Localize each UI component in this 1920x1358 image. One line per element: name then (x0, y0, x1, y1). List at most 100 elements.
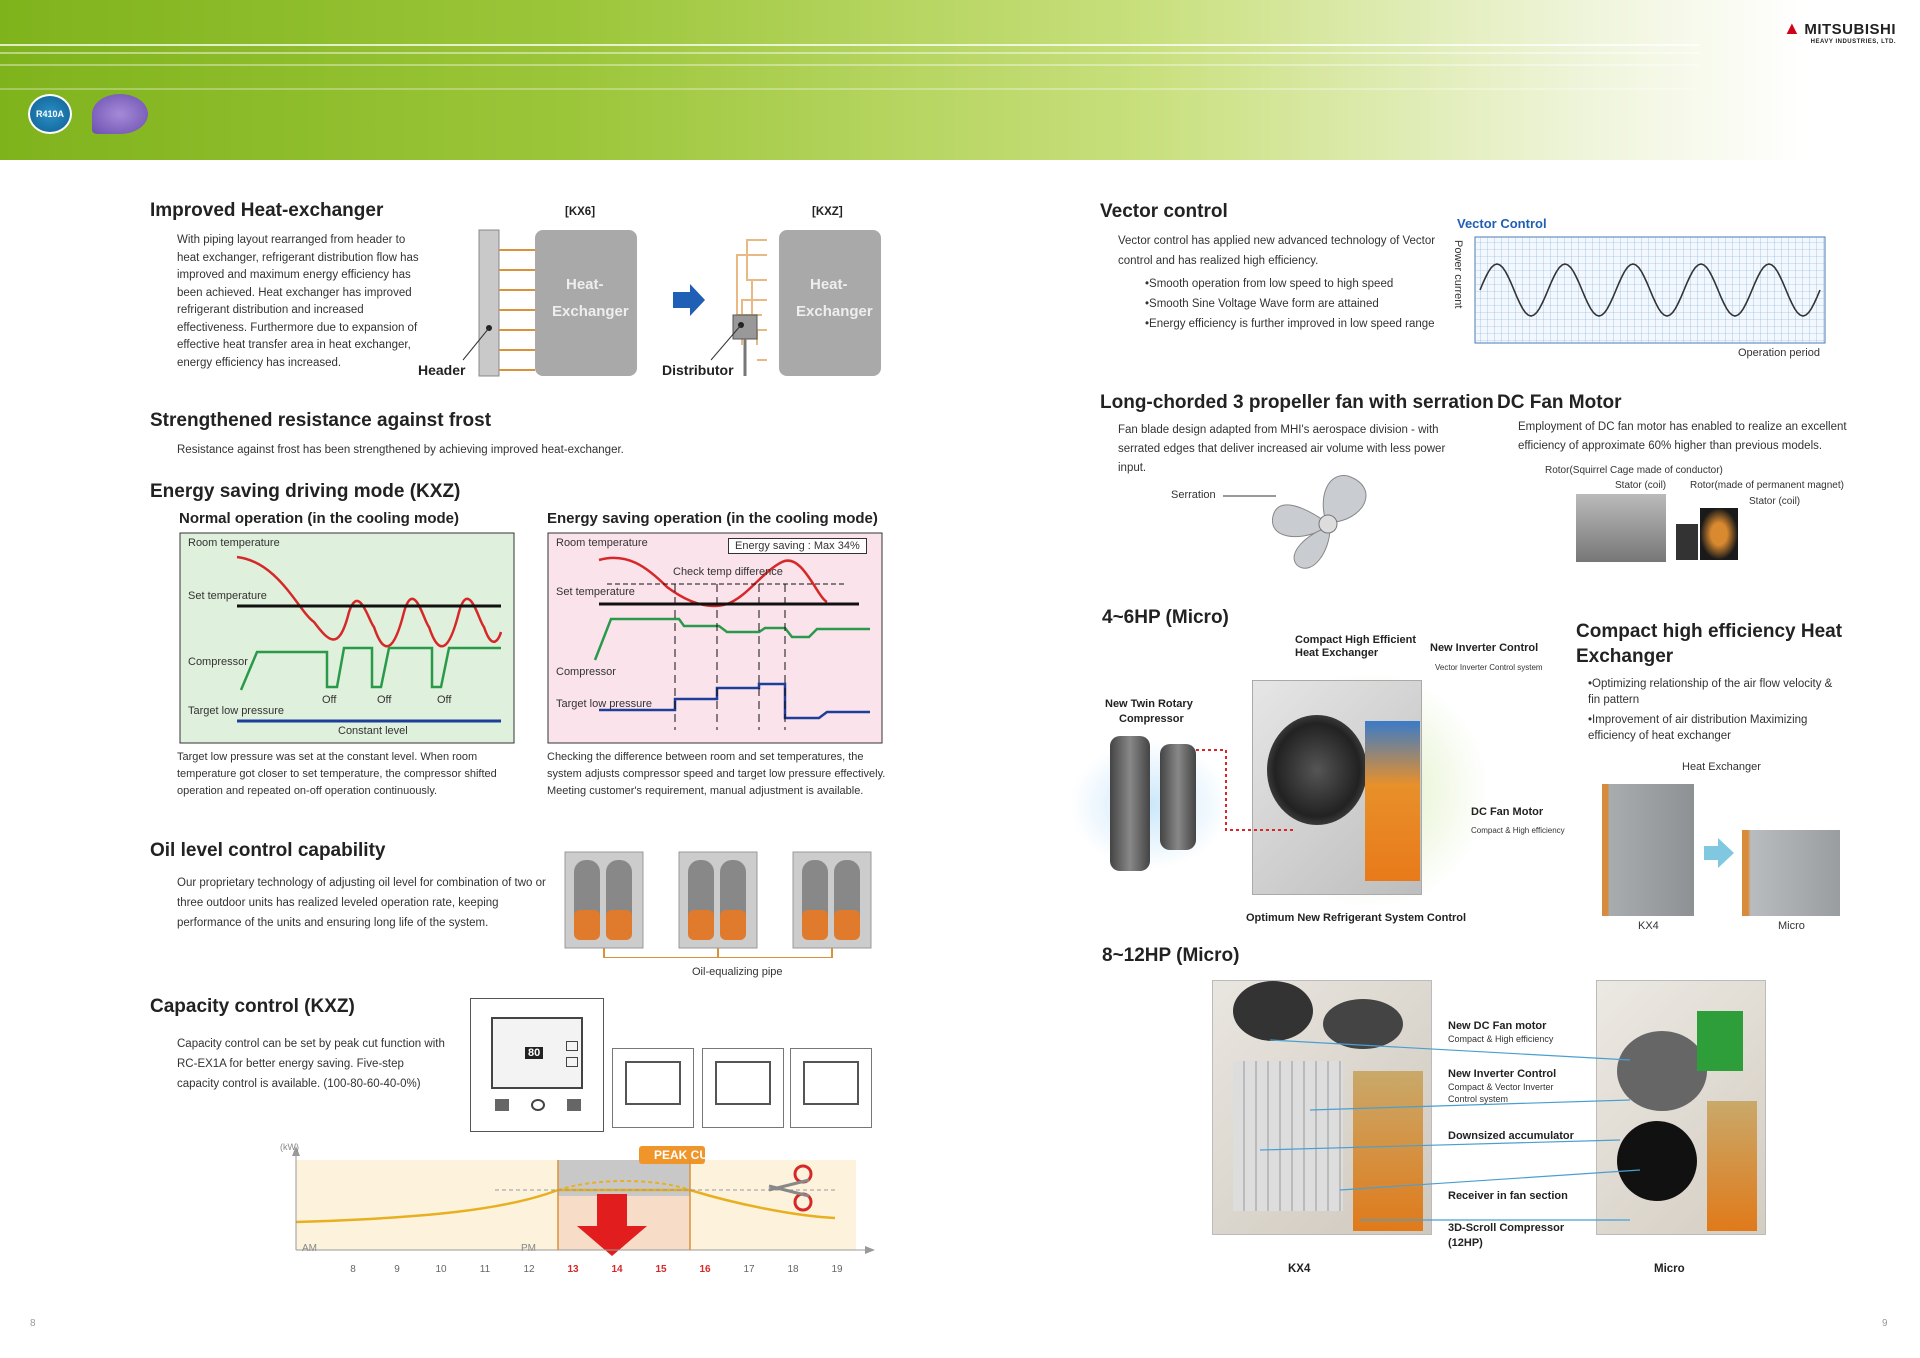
callout-lines (1259, 1039, 1641, 1221)
vector-control-chart (1474, 236, 1826, 344)
x-tick-label: 12 (523, 1264, 535, 1275)
off-label: Off (437, 694, 452, 706)
x-tick-label: 15 (655, 1264, 667, 1275)
dc-fan-text: Employment of DC fan motor has enabled t… (1518, 421, 1847, 452)
vector-bullet: Smooth Sine Voltage Wave form are attain… (1145, 294, 1435, 314)
controller-step-3 (790, 1048, 872, 1128)
page-number-left: 8 (30, 1318, 36, 1329)
oil-pipe-label: Oil-equalizing pipe (692, 966, 783, 978)
down-button[interactable] (566, 1057, 578, 1067)
target-pressure-label: Target low pressure (556, 698, 652, 710)
set-temp-label: Set temperature (556, 586, 635, 598)
saving-op-text: Checking the difference between room and… (547, 751, 886, 797)
power-button[interactable] (531, 1099, 545, 1111)
three-diamonds-icon: ▲ (1783, 18, 1802, 38)
pm-label: PM (521, 1243, 536, 1254)
constant-level-label: Constant level (338, 725, 408, 737)
twin-rotary-callout: New Twin Rotary (1105, 698, 1193, 710)
vector-text: Vector control has applied new advanced … (1118, 235, 1436, 267)
room-temp-label: Room temperature (188, 537, 280, 549)
vector-title: Vector control (1100, 201, 1228, 222)
check-temp-label: Check temp difference (673, 566, 783, 578)
x-tick-label: 8 (350, 1264, 356, 1275)
saving-operation-chart (547, 532, 883, 744)
dc-fan-title: DC Fan Motor (1497, 392, 1622, 413)
page-number-right: 9 (1882, 1318, 1888, 1329)
menu-button[interactable] (495, 1099, 509, 1111)
scroll-compressor-callout: 3D-Scroll Compressor (1448, 1222, 1565, 1234)
x-tick-label: 16 (699, 1264, 711, 1275)
arrow-right-icon (673, 284, 705, 316)
rotor-magnet-label: Rotor(made of permanent magnet) (1690, 480, 1844, 491)
refrigerant-control-callout: Optimum New Refrigerant System Control (1246, 912, 1467, 924)
compact-hx-callout: Compact High Efficient (1295, 634, 1417, 646)
twin-rotary-compressor-image-2 (1160, 744, 1196, 850)
hx-caption: Heat Exchanger (1682, 761, 1761, 773)
rotor-squirrel-label: Rotor(Squirrel Cage made of conductor) (1545, 465, 1723, 476)
kx4-label: KX4 (1638, 920, 1659, 932)
micro-unit-image (1596, 980, 1766, 1235)
r410a-badge: R410A (28, 94, 72, 134)
inverter-callout-sub: Vector Inverter Control system (1435, 663, 1543, 672)
receiver-callout: Receiver in fan section (1448, 1190, 1568, 1202)
compact-hx-callout: Heat Exchanger (1295, 647, 1379, 659)
x-tick-label: 9 (394, 1264, 400, 1275)
fan-title: Long-chorded 3 propeller fan with serrat… (1100, 392, 1494, 413)
heat-exchanger-text: With piping layout rearranged from heade… (177, 234, 419, 369)
propeller-fan-image (1223, 475, 1367, 569)
off-label: Off (377, 694, 392, 706)
am-label: AM (302, 1243, 317, 1254)
compressor-label: Compressor (188, 656, 248, 668)
down-arrow-icon (577, 1226, 647, 1256)
set-temp-label: Set temperature (188, 590, 267, 602)
compact-hx-bullets: Optimizing relationship of the air flow … (1588, 676, 1846, 744)
frost-text: Resistance against frost has been streng… (177, 444, 624, 456)
refrigerant-line (1196, 749, 1296, 831)
hx-label-4: Exchanger (796, 303, 873, 320)
back-button[interactable] (567, 1099, 581, 1111)
energy-saving-title: Energy saving driving mode (KXZ) (150, 481, 461, 502)
energy-saving-badge: Energy saving : Max 34% (728, 538, 867, 554)
kw-axis-label: (kW) (280, 1142, 299, 1152)
stator-label: Stator (coil) (1615, 480, 1667, 491)
distributor-label: Distributor (662, 362, 734, 378)
capacity-title: Capacity control (KXZ) (150, 996, 355, 1017)
oil-units-diagram (564, 851, 872, 958)
dc-fan-callout-sub: Compact & High efficiency (1471, 826, 1565, 835)
controller-step-2 (702, 1048, 784, 1128)
compact-hx-title-2: Exchanger (1576, 646, 1674, 667)
x-tick-label: 18 (787, 1264, 799, 1275)
heat-exchanger-title: Improved Heat-exchanger (150, 200, 384, 221)
frost-title: Strengthened resistance against frost (150, 410, 492, 431)
kxz-label: [KXZ] (812, 206, 843, 218)
target-pressure-label: Target low pressure (188, 705, 284, 717)
twin-rotary-compressor-image (1110, 736, 1150, 871)
hx-label-1: Heat- (566, 276, 604, 293)
twin-rotary-callout: Compressor (1119, 713, 1184, 725)
x-tick-label: 19 (831, 1264, 843, 1275)
micro46-title: 4~6HP (Micro) (1102, 607, 1229, 628)
compressor-label: Compressor (556, 666, 616, 678)
inverter-logo (92, 94, 148, 134)
vector-bullet: Energy efficiency is further improved in… (1145, 314, 1435, 334)
normal-operation-chart (179, 532, 515, 744)
x-tick-label: 13 (567, 1264, 579, 1275)
dc-motor-image-3 (1700, 508, 1738, 560)
compact-bullet: Optimizing relationship of the air flow … (1588, 676, 1846, 708)
up-button[interactable] (566, 1041, 578, 1051)
x-tick-label: 10 (435, 1264, 447, 1275)
vector-bullet: Smooth operation from low speed to high … (1145, 274, 1435, 294)
micro-label: Micro (1778, 920, 1805, 932)
scissors-icon (768, 1164, 813, 1212)
x-tick-label: 17 (743, 1264, 755, 1275)
dc-fan-callout: DC Fan Motor (1471, 806, 1544, 818)
serration-label: Serration (1171, 489, 1216, 501)
hx-label-2: Exchanger (552, 303, 629, 320)
capacity-text: Capacity control can be set by peak cut … (177, 1038, 445, 1090)
compact-hx-title: Compact high efficiency Heat (1576, 621, 1843, 642)
kx4-unit-label: KX4 (1288, 1263, 1311, 1275)
